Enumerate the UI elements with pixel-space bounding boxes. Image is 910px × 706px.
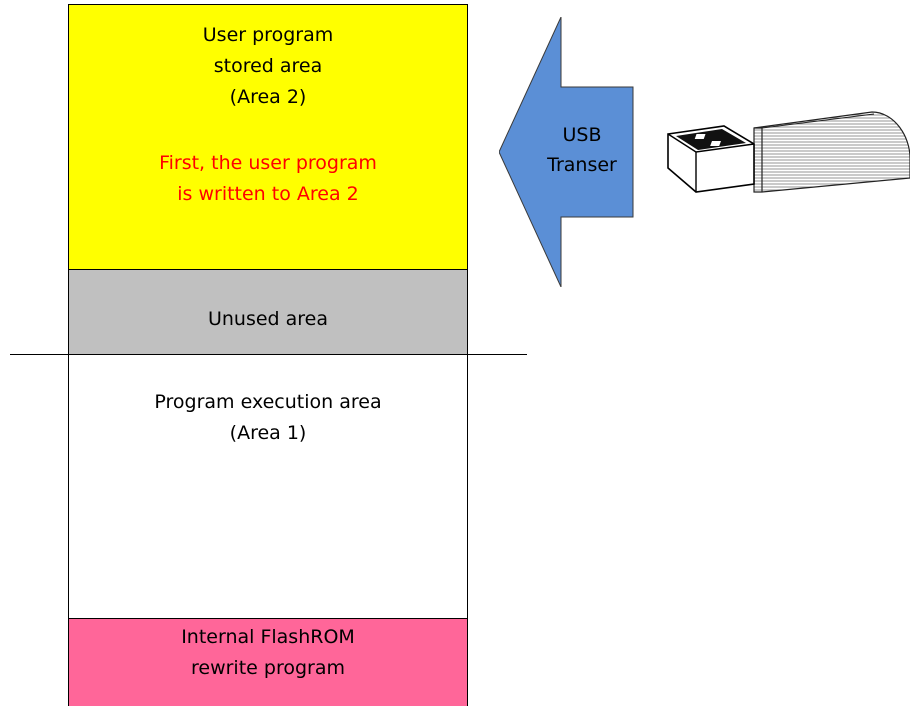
area1-title-line1: Program execution area: [154, 391, 382, 413]
unused-area: Unused area: [68, 270, 468, 354]
program-execution-area: Program execution area (Area 1): [68, 355, 468, 618]
area2-note-line2: is written to Area 2: [177, 183, 359, 205]
area2-title-line3: (Area 2): [229, 86, 307, 108]
flashrom-title-line1: Internal FlashROM: [181, 626, 355, 648]
flashrom-rewrite-program-area: Internal FlashROM rewrite program: [68, 618, 468, 706]
area1-title-line2: (Area 1): [229, 422, 307, 444]
area2-title-line2: stored area: [213, 55, 323, 77]
unused-area-label: Unused area: [207, 308, 329, 330]
usb-drive-icon: [667, 111, 910, 193]
area2-note-line1: First, the user program: [159, 152, 377, 174]
usb-transfer-label-line1: USB: [562, 124, 602, 146]
flashrom-title-line2: rewrite program: [191, 657, 345, 679]
left-arrow-icon: [499, 17, 634, 287]
area-divider-line: [10, 354, 527, 355]
user-program-stored-area: User program stored area (Area 2) First,…: [68, 4, 468, 270]
area2-title-line1: User program: [202, 24, 334, 46]
usb-transfer-label-line2: Transer: [547, 154, 617, 176]
usb-transfer-label: USB Transer: [532, 120, 632, 180]
